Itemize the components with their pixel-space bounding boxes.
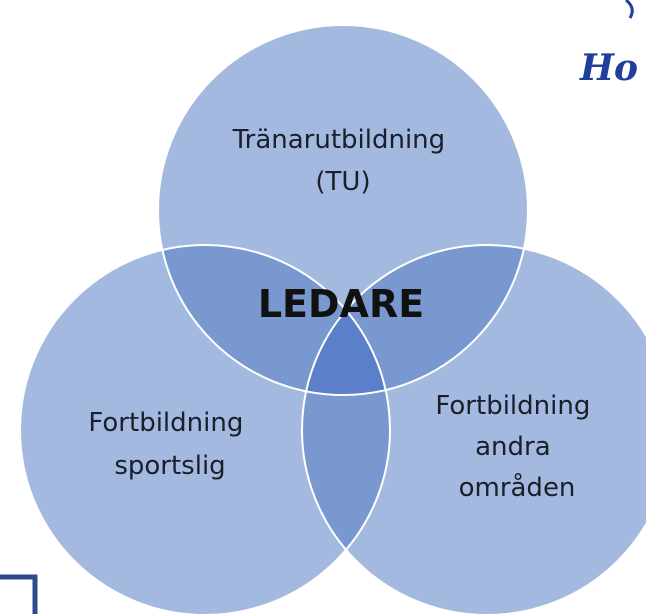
right-circle-label: Fortbildning andra områden — [435, 391, 598, 503]
left-circle-label: Fortbildning sportslig — [88, 408, 251, 481]
frame-corner-icon — [0, 574, 38, 614]
logo-swash-icon — [625, 0, 634, 19]
outline-right — [301, 244, 646, 614]
top-circle-label: Tränarutbildning (TU) — [232, 125, 454, 197]
center-label: LEDARE — [258, 282, 424, 326]
overlap-top-right — [302, 245, 528, 395]
outline-top — [157, 24, 529, 396]
outline-left — [19, 244, 391, 614]
overlap-top-left — [158, 245, 390, 395]
logo-script-text: Ho — [579, 47, 638, 89]
